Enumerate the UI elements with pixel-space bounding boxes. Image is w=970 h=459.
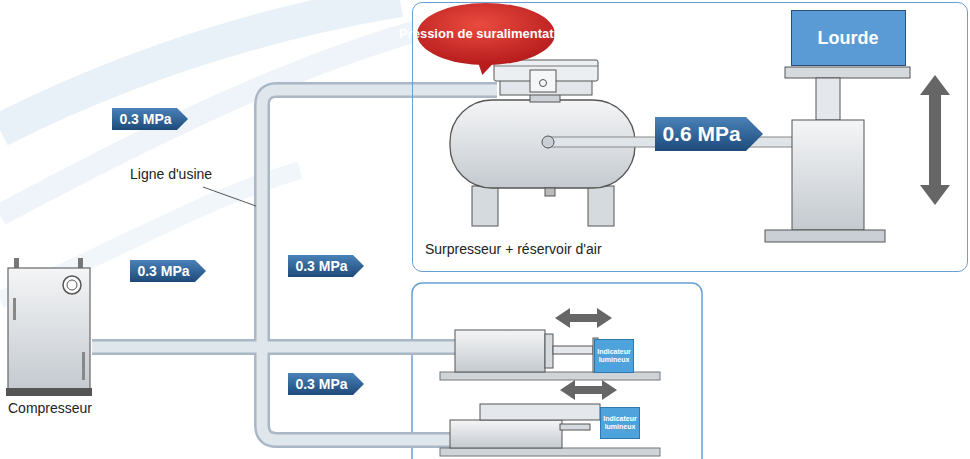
panel-outline	[412, 283, 702, 459]
compressor-base	[6, 388, 92, 396]
panel-caption: Surpresseur + réservoir d'air	[425, 241, 602, 257]
arrow-shape	[112, 108, 188, 130]
tank-leg	[588, 186, 614, 226]
cylinder-cap	[545, 334, 553, 368]
indicator-lamp: Indicateur lumineux	[594, 339, 634, 373]
arrow-shape	[130, 260, 206, 282]
pressure-arrow: 0.3 MPa	[130, 260, 206, 282]
compressor-slot	[13, 298, 16, 320]
pressure-arrow-text: 0.3 MPa	[295, 376, 347, 392]
pressure-arrow: 0.3 MPa	[288, 373, 364, 395]
tank-outlet	[542, 136, 554, 148]
leader-line	[203, 187, 256, 206]
slide-table	[480, 404, 600, 420]
booster-valve	[530, 70, 556, 92]
cylinder-1	[440, 330, 660, 380]
pressure-arrow-text: 0.3 MPa	[295, 258, 347, 274]
mount-base	[440, 448, 660, 456]
booster-panel: Pression de suralimentation 0.6 MPa Lourde…	[412, 2, 968, 272]
air-pipe	[92, 90, 497, 440]
load-box-text: Lourde	[818, 28, 879, 49]
indicator-lamp: Indicateur lumineux	[600, 407, 640, 439]
pressure-arrow-text: 0.3 MPa	[119, 111, 171, 127]
cylinder-body	[792, 120, 864, 230]
arrow-shape	[288, 255, 364, 277]
piston-rod	[816, 78, 840, 120]
lift-cylinder	[765, 67, 910, 242]
callout-bubble: Pression de suralimentation	[425, 9, 547, 59]
equipment-label: Compresseur	[8, 400, 92, 416]
drain-valve	[545, 188, 555, 196]
panel-ground	[413, 3, 968, 272]
cylinder-body	[455, 330, 545, 372]
piston-rod	[553, 346, 593, 354]
mount-base	[440, 372, 660, 380]
slide-rod	[560, 424, 590, 430]
cylinder-2	[440, 404, 660, 456]
compressor-gauge	[67, 280, 77, 290]
pressure-arrow-text: 0.3 MPa	[137, 263, 189, 279]
motion-arrow	[920, 75, 950, 205]
compressor-slot	[82, 352, 85, 380]
indicator-lamp-text: Indicateur lumineux	[597, 348, 631, 363]
load-box: Lourde	[791, 10, 906, 66]
line-label: Ligne d'usine	[130, 166, 212, 182]
booster-rail	[494, 66, 598, 67]
compressor-gauge	[63, 276, 81, 294]
motion-arrow	[555, 308, 612, 328]
pressure-arrow: 0.6 MPa	[655, 117, 763, 151]
booster-port	[540, 80, 547, 87]
load-plate	[785, 67, 910, 78]
callout-bubble-text: Pression de suralimentation	[399, 27, 573, 42]
background-swirl	[0, 30, 420, 215]
arrow-shape	[655, 117, 763, 151]
pressure-arrow: 0.3 MPa	[112, 108, 188, 130]
tank-leg	[472, 186, 498, 226]
compressor-body	[8, 268, 90, 390]
compressor-icon	[6, 258, 92, 396]
pressure-arrow-text: 0.6 MPa	[662, 122, 740, 146]
indicator-lamp-text: Indicateur lumineux	[603, 415, 637, 430]
motion-arrow	[560, 380, 617, 400]
pressure-arrow: 0.3 MPa	[288, 255, 364, 277]
cylinder-base	[765, 230, 885, 242]
cylinder-body	[450, 420, 562, 448]
air-pipe	[92, 90, 497, 440]
arrow-shape	[288, 373, 364, 395]
